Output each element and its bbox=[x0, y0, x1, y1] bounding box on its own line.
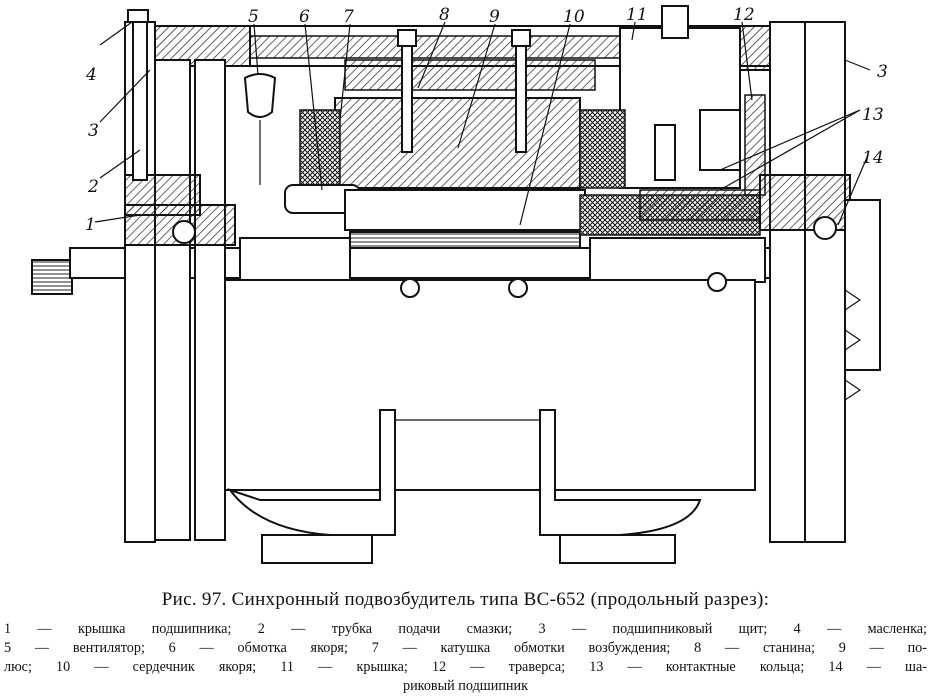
callout-5: 5 bbox=[248, 7, 259, 27]
callout-13: 13 bbox=[862, 105, 884, 125]
legend-line-1: 1 — крышка подшипника; 2 — трубка подачи… bbox=[4, 621, 927, 637]
legend-line-2: 5 — вентилятор; 6 — обмотка якоря; 7 — к… bbox=[4, 640, 927, 656]
callout-12: 12 bbox=[733, 5, 755, 25]
callout-3-right: 3 bbox=[877, 62, 888, 82]
right-bearing-shield bbox=[759, 21, 881, 543]
legend-line-3: люс; 10 — сердечник якоря; 11 — крышка; … bbox=[4, 659, 927, 675]
callout-11: 11 bbox=[626, 5, 648, 25]
callouts: 4 3 2 1 5 6 7 8 9 10 11 12 13 14 3 bbox=[85, 5, 888, 235]
callout-3-left: 3 bbox=[88, 121, 99, 141]
callout-8: 8 bbox=[439, 5, 450, 25]
figure-legend: 1 — крышка подшипника; 2 — трубка подачи… bbox=[4, 620, 927, 696]
legend-line-4: риковый подшипник bbox=[402, 678, 528, 694]
left-bearing-shield bbox=[124, 9, 236, 543]
callout-10: 10 bbox=[563, 7, 585, 27]
cross-section-drawing: 4 3 2 1 5 6 7 8 9 10 11 12 13 14 3 bbox=[31, 5, 888, 564]
figure-caption: Рис. 97. Синхронный подвозбудитель типа … bbox=[161, 589, 770, 610]
callout-7: 7 bbox=[343, 7, 354, 27]
callout-9: 9 bbox=[489, 7, 500, 27]
callout-1: 1 bbox=[85, 215, 96, 235]
callout-2: 2 bbox=[87, 177, 99, 197]
pole-and-coil bbox=[299, 29, 626, 189]
fan bbox=[243, 73, 277, 185]
slip-rings-traverse bbox=[639, 94, 766, 221]
callout-6: 6 bbox=[299, 7, 310, 27]
callout-14: 14 bbox=[862, 148, 884, 168]
base-feet bbox=[224, 272, 756, 564]
callout-4: 4 bbox=[85, 65, 97, 85]
